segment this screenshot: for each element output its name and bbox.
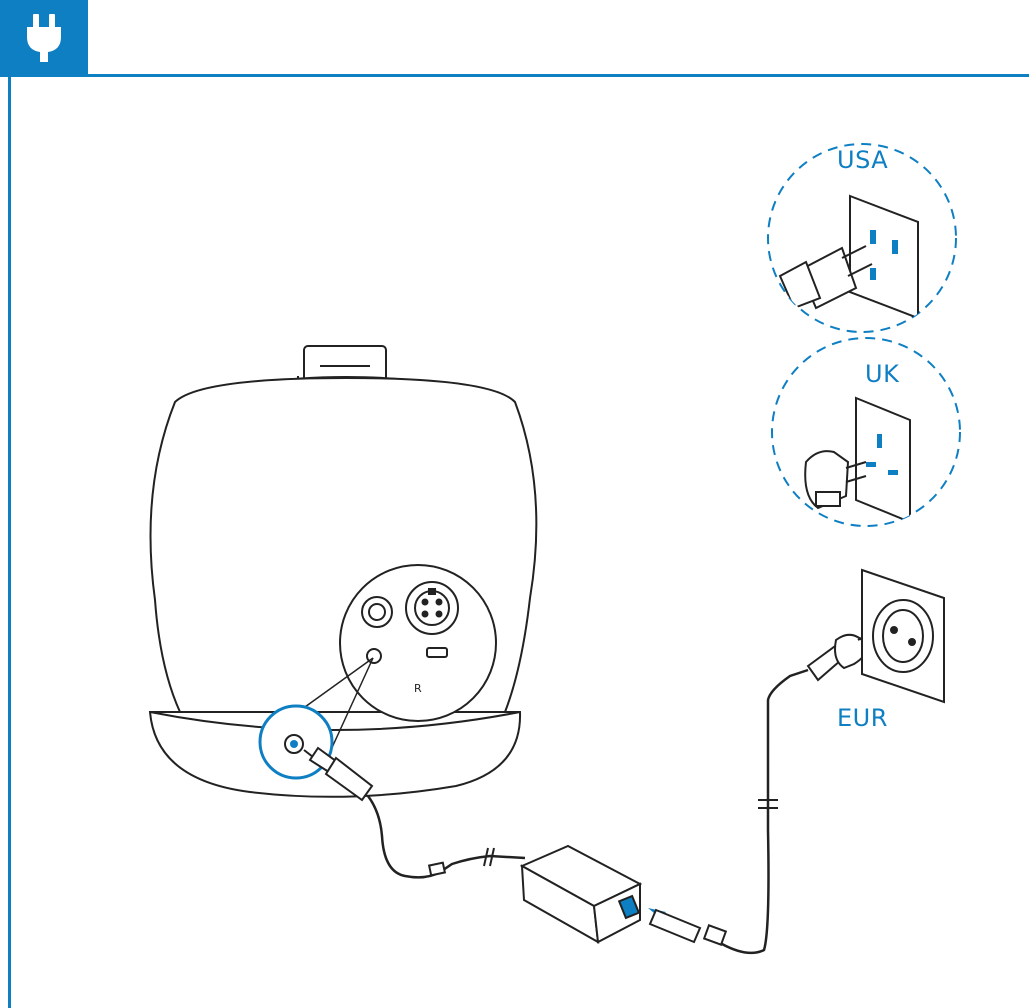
eur-socket: [862, 570, 944, 702]
usa-label: USA: [837, 146, 888, 174]
uk-label: UK: [865, 360, 899, 388]
eur-label: EUR: [837, 704, 888, 732]
port-label: R: [414, 682, 422, 695]
power-adapter: [522, 846, 640, 942]
speaker-dock: [150, 346, 536, 797]
dc-cable: [368, 796, 525, 877]
ac-cord: [650, 670, 808, 953]
